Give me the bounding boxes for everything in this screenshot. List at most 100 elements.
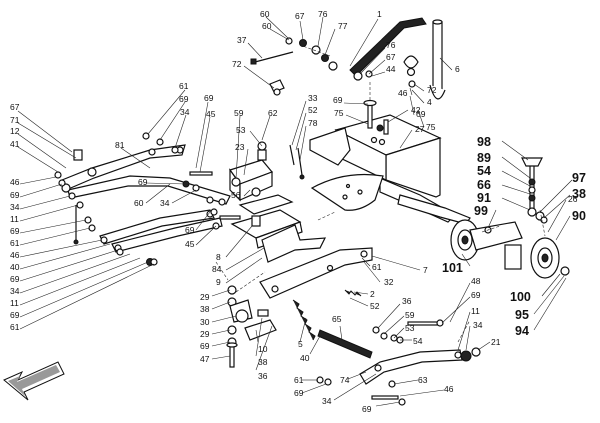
callout-67-b: 67 <box>368 52 396 75</box>
svg-text:100: 100 <box>510 290 531 304</box>
svg-text:75: 75 <box>334 108 344 118</box>
svg-text:67: 67 <box>386 52 396 62</box>
callout-7: 7 <box>371 255 428 275</box>
svg-text:89: 89 <box>477 151 491 165</box>
svg-text:69: 69 <box>185 225 195 235</box>
callout-42: 42 <box>387 105 421 123</box>
callout-94: 94 <box>515 277 567 338</box>
svg-text:34: 34 <box>160 198 170 208</box>
svg-text:47: 47 <box>200 354 210 364</box>
svg-text:26: 26 <box>568 194 578 204</box>
callout-36-a: 36 <box>255 325 273 381</box>
steering-column <box>429 19 446 100</box>
svg-text:38: 38 <box>258 357 268 367</box>
callout-69-i: 69 <box>138 177 187 187</box>
svg-text:66: 66 <box>477 178 491 192</box>
svg-text:29: 29 <box>200 292 210 302</box>
callout-30: 30 <box>200 315 237 327</box>
svg-text:34: 34 <box>473 320 483 330</box>
svg-text:61: 61 <box>10 322 20 332</box>
svg-text:77: 77 <box>338 21 348 31</box>
svg-text:1: 1 <box>377 9 382 19</box>
svg-text:33: 33 <box>308 93 318 103</box>
callout-46-b: 46 <box>10 176 57 187</box>
svg-text:62: 62 <box>268 108 278 118</box>
callout-38-c: 38 <box>543 187 586 219</box>
callout-69-f: 69 <box>10 219 87 236</box>
svg-text:34: 34 <box>180 107 190 117</box>
svg-text:69: 69 <box>471 290 481 300</box>
callout-95: 95 <box>515 275 565 322</box>
callout-61-c: 61 <box>10 263 155 332</box>
callout-33: 33 <box>291 93 318 146</box>
svg-text:37: 37 <box>237 35 247 45</box>
callout-72-a: 72 <box>232 59 275 89</box>
direction-arrow <box>3 361 65 401</box>
callout-11-c: 11 <box>457 306 480 351</box>
svg-text:75: 75 <box>426 122 436 132</box>
svg-text:61: 61 <box>294 375 304 385</box>
callout-8: 8 <box>216 225 253 262</box>
svg-text:61: 61 <box>10 238 20 248</box>
callout-97: 97 <box>539 171 586 213</box>
left-linkage <box>61 144 231 253</box>
svg-text:61: 61 <box>179 81 189 91</box>
callout-11-a: 11 <box>10 204 79 224</box>
svg-text:69: 69 <box>294 388 304 398</box>
callout-46-c: 46 <box>10 239 103 260</box>
callout-4: 4 <box>411 89 432 107</box>
svg-text:67: 67 <box>295 11 305 21</box>
svg-text:99: 99 <box>474 204 488 218</box>
svg-text:46: 46 <box>444 384 454 394</box>
svg-text:54: 54 <box>413 336 423 346</box>
callout-34-c: 34 <box>10 253 131 296</box>
callout-34-e: 34 <box>465 320 483 351</box>
svg-text:34: 34 <box>10 202 20 212</box>
callout-84: 84 <box>212 247 265 274</box>
callout-90: 90 <box>555 209 586 241</box>
callout-54-a: 54 <box>400 336 423 346</box>
small-chain <box>317 329 373 359</box>
svg-text:23: 23 <box>235 142 245 152</box>
svg-text:38: 38 <box>200 304 210 314</box>
callout-34-d: 34 <box>160 189 197 208</box>
svg-text:29: 29 <box>200 329 210 339</box>
callout-75-a: 75 <box>417 109 436 132</box>
svg-text:60: 60 <box>134 198 144 208</box>
svg-text:69: 69 <box>10 226 20 236</box>
callout-21: 21 <box>477 337 501 351</box>
svg-text:84: 84 <box>212 264 222 274</box>
svg-text:8: 8 <box>216 252 221 262</box>
svg-text:11: 11 <box>10 214 19 224</box>
svg-text:42: 42 <box>411 105 421 115</box>
callout-69-k: 69 <box>200 341 231 351</box>
svg-text:45: 45 <box>185 239 195 249</box>
main-frame-tube <box>309 114 471 225</box>
callout-9: 9 <box>216 257 263 287</box>
callout-34-b: 34 <box>10 195 71 212</box>
wheel-assembly <box>450 157 570 279</box>
callout-69-d: 69 <box>333 95 369 105</box>
bracket-84 <box>261 224 327 263</box>
svg-text:76: 76 <box>386 40 396 50</box>
svg-text:46: 46 <box>10 250 20 260</box>
callout-32: 32 <box>363 261 394 287</box>
callout-67-a: 67 <box>295 11 305 41</box>
callout-60-a: 60 <box>260 9 289 39</box>
svg-text:46: 46 <box>10 177 20 187</box>
svg-text:69: 69 <box>10 190 20 200</box>
svg-text:53: 53 <box>405 323 415 333</box>
svg-text:30: 30 <box>200 317 210 327</box>
svg-text:94: 94 <box>515 324 529 338</box>
callout-76-a: 76 <box>317 9 328 47</box>
svg-text:98: 98 <box>477 135 491 149</box>
callout-40-b: 40 <box>300 335 321 363</box>
callout-78: 78 <box>299 118 318 161</box>
callout-38-a: 38 <box>200 301 231 314</box>
callout-2: 2 <box>353 289 375 299</box>
callout-69-j: 69 <box>185 211 211 235</box>
callout-69-h: 69 <box>10 261 149 320</box>
callout-75-b: 75 <box>334 108 369 125</box>
callout-11-b: 11 <box>10 257 141 308</box>
